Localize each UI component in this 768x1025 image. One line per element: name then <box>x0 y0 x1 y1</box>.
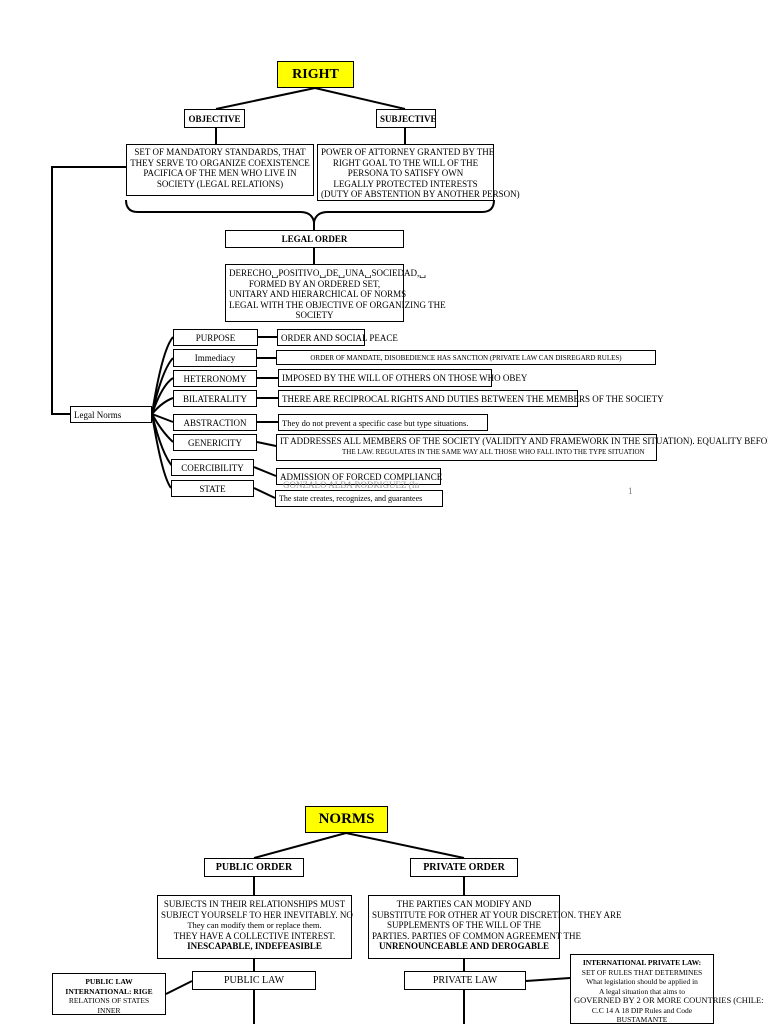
characteristic-purpose-desc: ORDER AND SOCIAL PEACE <box>277 329 398 346</box>
characteristic-coercibility-desc: ADMISSION OF FORCED COMPLIANCE <box>276 468 442 485</box>
subjective-definition: POWER OF ATTORNEY GRANTED BY THE RIGHT G… <box>317 144 520 201</box>
private-order-definition: THE PARTIES CAN MODIFY AND SUBSTITUTE FO… <box>368 895 622 959</box>
public-law-label: PUBLIC LAW <box>192 971 316 990</box>
characteristic-purpose: PURPOSE <box>173 329 258 346</box>
public-order-definition: SUBJECTS IN THEIR RELATIONSHIPS MUST SUB… <box>157 895 353 959</box>
legal-order-definition: DERECHO␣POSITIVO␣DE␣UNA␣SOCIEDAD,␣ FORME… <box>225 264 446 322</box>
objective-label: OBJECTIVE <box>184 109 245 128</box>
characteristic-genericity: GENERICITY <box>173 434 257 451</box>
private-international-law: INTERNATIONAL PRIVATE LAW: SET OF RULES … <box>570 954 764 1024</box>
characteristic-bilaterality: BILATERALITY <box>173 390 257 407</box>
characteristic-immediacy: Immediacy <box>173 349 257 367</box>
private-law-label: PRIVATE LAW <box>404 971 526 990</box>
characteristic-coercibility: COERCIBILITY <box>171 459 254 476</box>
characteristic-heteronomy: HETERONOMY <box>173 370 257 387</box>
characteristic-genericity-desc: IT ADDRESSES ALL MEMBERS OF THE SOCIETY … <box>276 434 768 461</box>
public-international-law: PUBLIC LAW INTERNATIONAL: RIGE RELATIONS… <box>52 973 166 1015</box>
characteristic-immediacy-desc: ORDER OF MANDATE, DISOBEDIENCE HAS SANCT… <box>276 350 656 365</box>
characteristic-state: STATE <box>171 480 254 497</box>
characteristic-bilaterality-desc: THERE ARE RECIPROCAL RIGHTS AND DUTIES B… <box>278 390 664 407</box>
right-title: RIGHT <box>277 61 354 88</box>
watermark-text: GONZALO ALBA RODRIGUEZ (In <box>283 480 420 490</box>
norms-title: NORMS <box>305 806 388 833</box>
legal-norms-label: Legal Norms <box>70 406 152 423</box>
private-order-label: PRIVATE ORDER <box>410 858 518 877</box>
objective-definition: SET OF MANDATORY STANDARDS, THAT THEY SE… <box>126 144 314 196</box>
legal-order-label: LEGAL ORDER <box>225 230 404 248</box>
characteristic-state-desc: The state creates, recognizes, and guara… <box>275 490 443 507</box>
subjective-label: SUBJECTIVE <box>376 109 437 128</box>
page-number: 1 <box>628 486 633 496</box>
characteristic-abstraction-desc: They do not prevent a specific case but … <box>278 414 488 431</box>
characteristic-abstraction: ABSTRACTION <box>173 414 257 431</box>
characteristic-heteronomy-desc: IMPOSED BY THE WILL OF OTHERS ON THOSE W… <box>278 369 527 387</box>
public-order-label: PUBLIC ORDER <box>204 858 304 877</box>
